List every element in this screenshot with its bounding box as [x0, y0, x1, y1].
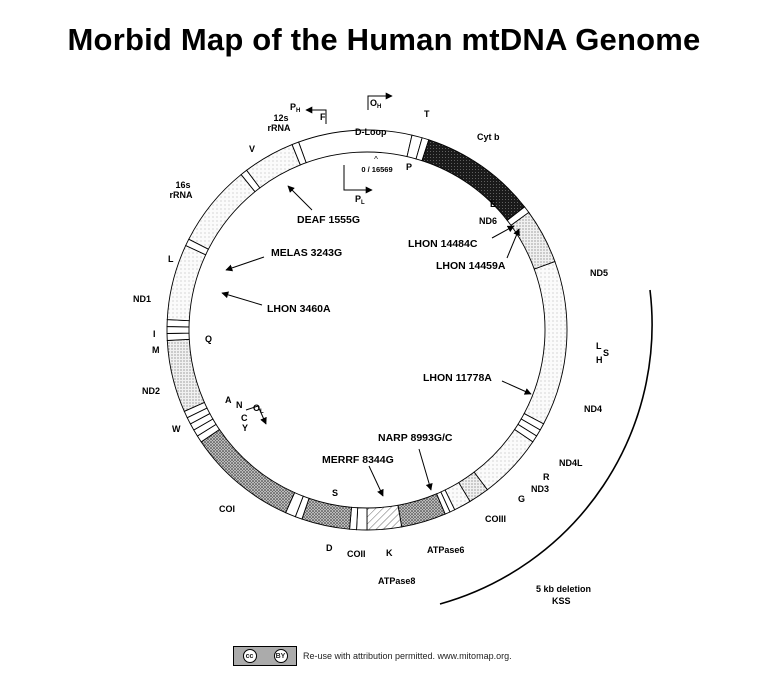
narp-label: NARP 8993G/C — [378, 432, 453, 444]
deletion-label: 5 kb deletion — [536, 584, 591, 594]
co1-segment — [200, 428, 296, 514]
trna-c-label: C — [241, 413, 248, 423]
origin-caret: ^ — [374, 155, 378, 164]
cc-by-badge[interactable]: cc BY — [233, 646, 297, 666]
lhon3460-callout: LHON 3460A — [221, 291, 331, 315]
co3-segment — [397, 493, 446, 528]
co2-label: COII — [347, 549, 366, 559]
trna-k-label: K — [386, 548, 393, 558]
deaf-label: DEAF 1555G — [297, 214, 360, 226]
nd2-segment — [166, 338, 205, 412]
trna-h-label: H — [596, 355, 603, 365]
atp6-segment — [366, 504, 403, 531]
license-text: Re-use with attribution permitted. www.m… — [303, 651, 512, 661]
nd3-label: ND3 — [531, 484, 549, 494]
lhon14459-callout: LHON 14459A — [436, 228, 520, 272]
trna-q-segment — [166, 326, 190, 334]
trna-f-segment — [291, 141, 307, 166]
narp-callout: NARP 8993G/C — [378, 432, 453, 491]
genome-ring — [166, 129, 568, 531]
nd6-label: ND6 — [479, 216, 497, 226]
nd2-label: ND2 — [142, 386, 160, 396]
trna-n-label: N — [236, 400, 243, 410]
nd4l-label: ND4L — [559, 458, 583, 468]
co2-segment — [301, 497, 352, 530]
trna-s2-label: S — [603, 348, 609, 358]
trna-q-label: Q — [205, 334, 212, 344]
cytb-label: Cyt b — [477, 132, 500, 142]
svg-text:OL: OL — [253, 403, 264, 415]
svg-text:PL: PL — [355, 194, 365, 206]
svg-text:PH: PH — [290, 102, 300, 114]
atp8-label: ATPase8 — [378, 576, 415, 586]
lhon11778-label: LHON 11778A — [423, 372, 492, 384]
trna-g-label: G — [518, 494, 525, 504]
trna-e-label: E — [490, 199, 496, 209]
nd1-label: ND1 — [133, 294, 151, 304]
lhon3460-label: LHON 3460A — [267, 303, 331, 315]
nd4-label: ND4 — [584, 404, 602, 414]
melas-label: MELAS 3243G — [271, 247, 342, 259]
trna-s1-label: S — [332, 488, 338, 498]
nd4-segment — [473, 428, 534, 491]
page-title: Morbid Map of the Human mtDNA Genome — [67, 22, 701, 57]
lhon14459-label: LHON 14459A — [436, 260, 506, 272]
cytb-segment — [421, 139, 526, 222]
trna-d-label: D — [326, 543, 333, 553]
trna-m-label: M — [152, 345, 160, 355]
trna-r-label: R — [543, 472, 550, 482]
trna-l1-label: L — [168, 254, 174, 264]
attribution-icon: BY — [273, 649, 288, 663]
merrf-callout: MERRF 8344G — [322, 454, 394, 497]
svg-text:OH: OH — [370, 98, 381, 110]
co1-label: COI — [219, 504, 235, 514]
deletion-arc — [439, 289, 653, 605]
trna-y-label: Y — [242, 423, 248, 433]
trna-m-segment — [166, 332, 190, 341]
rrna16-segment — [188, 173, 256, 250]
merrf-label: MERRF 8344G — [322, 454, 394, 466]
light-strand-origin: OL — [245, 403, 267, 425]
trna-p-label: P — [406, 162, 412, 172]
nd5-segment — [523, 261, 568, 425]
lhon14484-label: LHON 14484C — [408, 238, 478, 250]
deletion-sublabel: KSS — [552, 596, 571, 606]
trna-a-label: A — [225, 395, 232, 405]
nd5-label: ND5 — [590, 268, 608, 278]
lhon11778-callout: LHON 11778A — [423, 372, 532, 395]
license-footer: cc BY Re-use with attribution permitted.… — [233, 645, 512, 667]
trna-v-label: V — [249, 144, 255, 154]
melas-callout: MELAS 3243G — [225, 247, 342, 272]
trna-i-label: I — [153, 329, 156, 339]
trna-l2-label: L — [596, 341, 602, 351]
deaf-callout: DEAF 1555G — [287, 185, 360, 226]
light-strand-promoter: PL — [343, 165, 373, 206]
trna-t-label: T — [424, 109, 430, 119]
heavy-strand-origin: OH — [367, 92, 393, 110]
heavy-strand-promoter: PH — [290, 102, 327, 124]
dloop-label: D-Loop — [355, 127, 387, 137]
nd6-segment — [510, 211, 556, 270]
lhon14484-callout: LHON 14484C — [408, 225, 515, 250]
co3-label: COIII — [485, 514, 506, 524]
atp6-label: ATPase6 — [427, 545, 464, 555]
cc-icon: cc — [242, 649, 257, 663]
trna-f-label: F — [320, 112, 326, 122]
origin-position-label: 0 / 16569 — [361, 165, 392, 174]
trna-w-label: W — [172, 424, 181, 434]
atp8-segment — [356, 507, 368, 531]
